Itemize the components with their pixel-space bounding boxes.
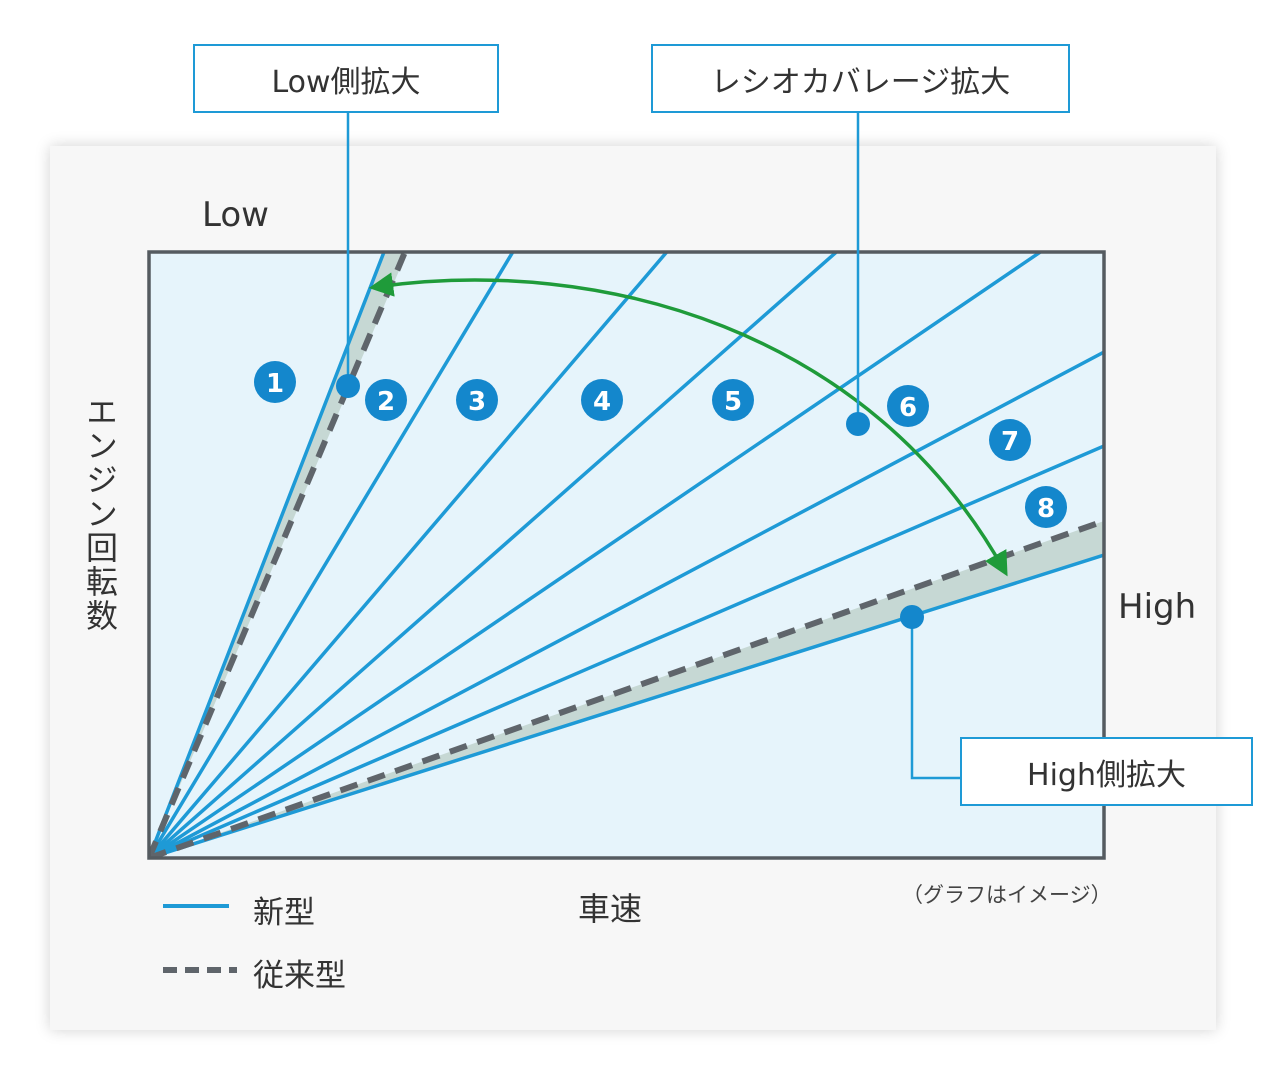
callout-low-side: Low側拡大: [193, 44, 499, 113]
gear-badge-1: 1: [254, 361, 296, 403]
dot-high: [900, 605, 924, 629]
legend-old-label: 従来型: [253, 958, 346, 994]
callout-dots: [336, 374, 924, 629]
y-axis-label: エンジン回転数: [81, 395, 119, 633]
gear-badge-4: 4: [581, 379, 623, 421]
gear-badge-7: 7: [989, 419, 1031, 461]
plot-frame: [147, 250, 1106, 860]
gear-number-3: 3: [468, 387, 486, 417]
image-note: （グラフはイメージ）: [902, 883, 1112, 907]
dot-ratio: [846, 412, 870, 436]
gear-badge-3: 3: [456, 379, 498, 421]
callout-high-side-text: High側拡大: [1027, 757, 1186, 793]
low-label: Low: [202, 195, 269, 235]
legend-new-label: 新型: [253, 895, 315, 931]
gear-badges: 1 2 3 4 5 6 7 8: [254, 361, 1067, 528]
callout-ratio-coverage-text: レシオカバレージ拡大: [710, 64, 1011, 100]
gear-number-6: 6: [899, 393, 917, 423]
x-axis-label: 車速: [578, 890, 643, 928]
leader-high: [910, 617, 960, 780]
old-gear-lines: [149, 252, 1104, 858]
old-low-line: [149, 252, 408, 858]
gear-number-4: 4: [593, 387, 611, 417]
callout-ratio-coverage: レシオカバレージ拡大: [651, 44, 1070, 113]
gear-badge-2: 2: [365, 379, 407, 421]
gear-badge-6: 6: [887, 385, 929, 427]
gear-number-7: 7: [1001, 427, 1019, 457]
callout-low-side-text: Low側拡大: [271, 64, 421, 100]
gear-badge-8: 8: [1025, 486, 1067, 528]
callout-leaders: [346, 113, 960, 780]
ratio-coverage-arrow: [368, 272, 1008, 577]
callout-high-side: High側拡大: [960, 737, 1253, 806]
gear-badge-5: 5: [712, 379, 754, 421]
gear-line-1: [149, 252, 386, 858]
gear-number-2: 2: [377, 387, 395, 417]
old-high-line: [149, 518, 1104, 858]
gear-line-8: [149, 553, 1104, 858]
legend-swatches: [163, 904, 237, 973]
gear-number-1: 1: [266, 369, 284, 399]
gear-number-8: 8: [1037, 494, 1055, 524]
high-label: High: [1118, 587, 1197, 627]
gear-number-5: 5: [724, 387, 742, 417]
dot-low: [336, 374, 360, 398]
